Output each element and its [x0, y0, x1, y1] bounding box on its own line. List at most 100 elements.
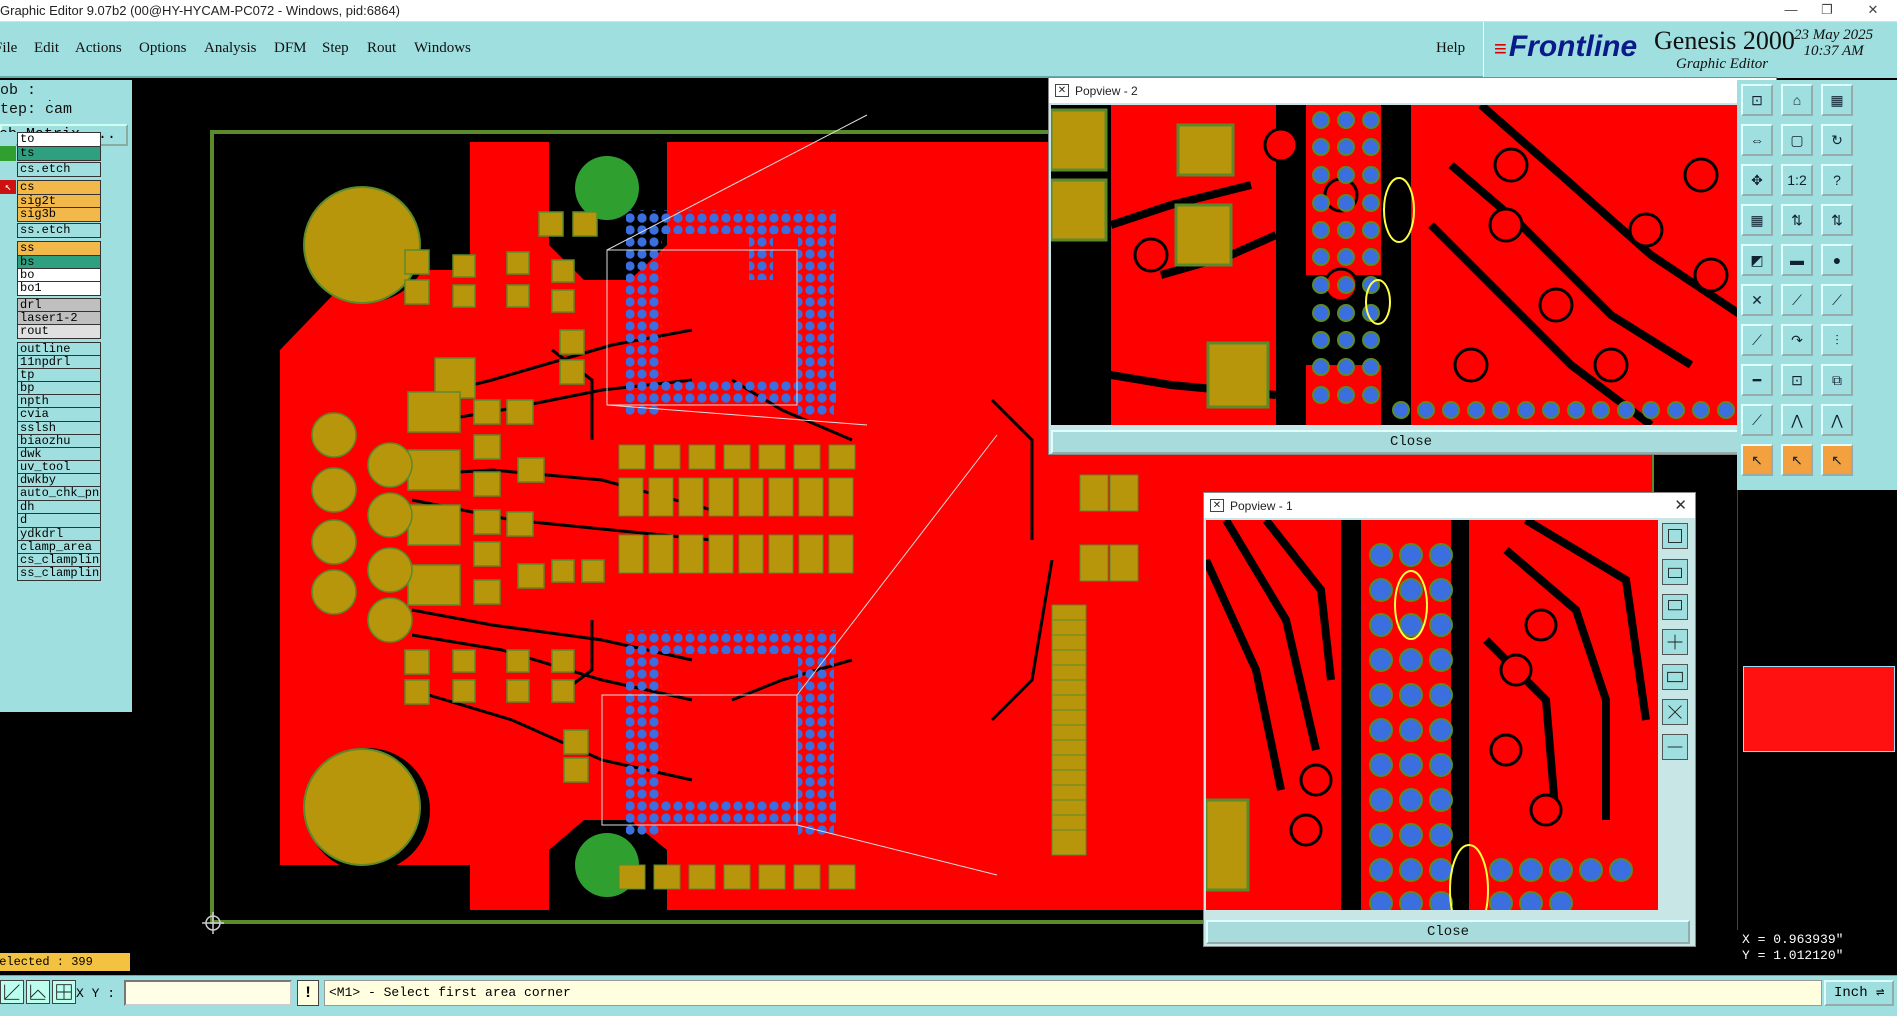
layer-row[interactable]: cs_clampline [0, 553, 102, 568]
layer-swatch[interactable] [0, 281, 16, 296]
redraw-icon[interactable]: ↻ [1821, 124, 1853, 156]
layer-row[interactable]: npth [0, 394, 102, 409]
hat2-icon[interactable]: ⋀ [1821, 404, 1853, 436]
layer-swatch[interactable] [0, 553, 16, 568]
connect-icon[interactable]: ⟋ [1781, 284, 1813, 316]
layer-row[interactable]: biaozhu [0, 434, 102, 449]
layer-swatch[interactable] [0, 394, 16, 409]
draw-icon[interactable]: ◩ [1741, 244, 1773, 276]
layer-row[interactable]: sig3b [0, 207, 102, 222]
menu-rout[interactable]: Rout [367, 40, 397, 56]
layer-row[interactable]: ss [0, 241, 102, 256]
window-icon[interactable]: ▢ [1781, 124, 1813, 156]
layer-swatch[interactable] [0, 513, 16, 528]
layer-swatch[interactable] [0, 527, 16, 542]
open-icon[interactable]: ⌂ [1781, 84, 1813, 116]
layer-row[interactable]: ss.etch [0, 223, 102, 238]
layer-swatch[interactable] [0, 324, 16, 339]
arc-icon[interactable]: ↷ [1781, 324, 1813, 356]
maximize-button[interactable]: ❐ [1821, 2, 1833, 17]
menu-dfm[interactable]: DFM [274, 40, 307, 56]
layer-swatch[interactable] [0, 566, 16, 581]
popview-1-canvas[interactable] [1206, 520, 1658, 910]
popview-1-tool-4[interactable] [1662, 629, 1688, 655]
query-icon[interactable]: ? [1821, 164, 1853, 196]
popview-1-tool-1[interactable] [1662, 523, 1688, 549]
cross-icon[interactable]: ✕ [1741, 284, 1773, 316]
popview-1-tool-3[interactable] [1662, 594, 1688, 620]
layer-name[interactable]: drl [17, 298, 101, 313]
popview-1-close-icon[interactable]: ✕ [1674, 497, 1687, 514]
layer-row[interactable]: ss_clampline [0, 566, 102, 581]
overview-panel[interactable] [1737, 490, 1897, 930]
layer-row[interactable]: to [0, 132, 102, 147]
layer-swatch[interactable] [0, 223, 16, 238]
layer-swatch[interactable] [0, 368, 16, 383]
select-icon[interactable]: ↖ [1741, 444, 1773, 476]
route-icon[interactable]: ⟋ [1821, 284, 1853, 316]
move-icon[interactable]: ✥ [1741, 164, 1773, 196]
popview-1-titlebar[interactable]: ✕ Popview - 1 ✕ [1204, 493, 1695, 518]
popview-1-tool-2[interactable] [1662, 559, 1688, 585]
xy-input[interactable] [124, 980, 292, 1006]
select2-icon[interactable]: ↖ [1781, 444, 1813, 476]
point-icon[interactable]: ● [1821, 244, 1853, 276]
layer-row[interactable]: clamp_area [0, 540, 102, 555]
popview-1-tool-6[interactable] [1662, 699, 1688, 725]
layer-name[interactable]: bo1 [17, 281, 101, 296]
layer-row[interactable]: dwkby [0, 473, 102, 488]
layer-swatch[interactable] [0, 268, 16, 283]
layer-row[interactable]: sig2t [0, 194, 102, 209]
layer-swatch[interactable] [0, 381, 16, 396]
layer-swatch[interactable] [0, 434, 16, 449]
layer-name[interactable]: cs.etch [17, 162, 101, 177]
layer-row[interactable]: bp [0, 381, 102, 396]
layer-name[interactable]: cs_clampline [17, 553, 101, 568]
menu-options[interactable]: Options [139, 40, 187, 56]
layer-name[interactable]: biaozhu [17, 434, 101, 449]
layer-name[interactable]: cs [17, 180, 101, 195]
layer-swatch[interactable] [0, 342, 16, 357]
measure-icon[interactable] [26, 980, 50, 1004]
popview-1-close-button[interactable]: Close [1206, 920, 1690, 944]
popview-1-tool-5[interactable] [1662, 664, 1688, 690]
layer-swatch[interactable] [0, 255, 16, 270]
layer-row[interactable]: dwk [0, 447, 102, 462]
layer-swatch[interactable] [0, 355, 16, 370]
layer-swatch[interactable] [0, 162, 16, 177]
layer-swatch[interactable] [0, 207, 16, 222]
snap-icon[interactable]: ⇅ [1781, 204, 1813, 236]
layer-name[interactable]: ss_clampline [17, 566, 101, 581]
split-icon[interactable]: ⫶ [1821, 324, 1853, 356]
copy-icon[interactable]: ⊡ [1781, 364, 1813, 396]
layer-row[interactable]: d [0, 513, 102, 528]
layer-name[interactable]: bp [17, 381, 101, 396]
layer-swatch[interactable] [0, 540, 16, 555]
layer-swatch[interactable] [0, 500, 16, 515]
layer-swatch[interactable] [0, 194, 16, 209]
menu-step[interactable]: Step [322, 40, 349, 56]
layer-swatch[interactable] [0, 311, 16, 326]
select3-icon[interactable]: ↖ [1821, 444, 1853, 476]
active-layer-icon[interactable]: ↖ [0, 180, 16, 195]
transform-icon[interactable]: ⧉ [1821, 364, 1853, 396]
layer-row[interactable]: ↖cs [0, 180, 102, 195]
menu-help[interactable]: Help [1436, 40, 1466, 56]
layer-row[interactable]: bo1 [0, 281, 102, 296]
layer-row[interactable]: auto_chk_pn.. [0, 486, 102, 501]
layer-row[interactable]: drl [0, 298, 102, 313]
pan-icon[interactable]: ⇔ [1741, 124, 1773, 156]
layer-name[interactable]: ss.etch [17, 223, 101, 238]
layer-row[interactable]: ts [0, 146, 102, 161]
menu-windows[interactable]: Windows [414, 40, 471, 56]
layer-row[interactable]: bo [0, 268, 102, 283]
popview-2-canvas[interactable] [1051, 105, 1741, 425]
layer-name[interactable]: ss [17, 241, 101, 256]
layer-swatch[interactable] [0, 421, 16, 436]
layer-swatch[interactable] [0, 447, 16, 462]
layer-name[interactable]: auto_chk_pn.. [17, 486, 101, 501]
minimize-button[interactable]: — [1784, 2, 1798, 17]
measure-icon[interactable]: ▬ [1781, 244, 1813, 276]
scale-icon[interactable]: 1:2 [1781, 164, 1813, 196]
popview-2-close-button[interactable]: Close [1051, 430, 1771, 454]
